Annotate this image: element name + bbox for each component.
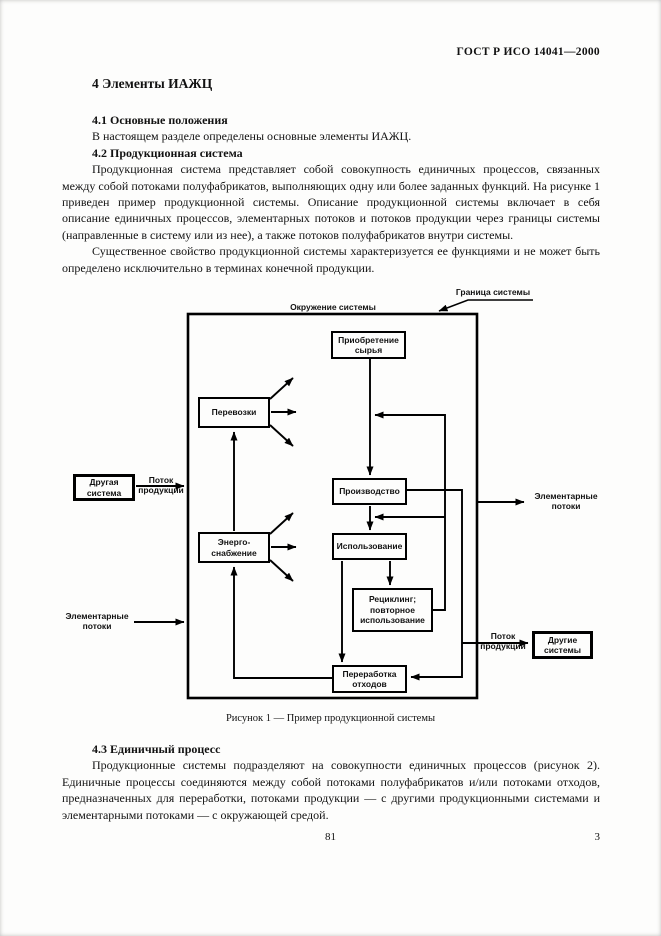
production-box: Производство: [332, 478, 407, 505]
product-flow-out-label: Поток продукции: [480, 631, 526, 652]
paragraph-4-2-2: Существенное свойство продукционной сист…: [62, 244, 600, 275]
heading-4-3: 4.3 Единичный процесс: [92, 742, 221, 756]
other-system-box: Другая система: [73, 474, 135, 501]
figure-caption: Рисунок 1 — Пример продукционной системы: [225, 713, 436, 724]
energy-supply-box: Энерго-снабжение: [198, 532, 270, 563]
elementary-flows-in-label: Элементарные потоки: [65, 611, 129, 632]
raw-material-acquisition-box: Приобретение сырья: [331, 331, 406, 359]
paragraph-4-2-1: Продукционная система представляет собой…: [62, 162, 600, 242]
other-systems-box: Другие системы: [532, 631, 593, 659]
boundary-label: Граница системы: [455, 287, 531, 297]
section-4-text: 4.1 Основные положения В настоящем разде…: [62, 112, 600, 276]
paragraph-4-1: В настоящем разделе определены основные …: [92, 129, 412, 144]
product-flow-in-label: Поток продукции: [138, 475, 184, 496]
heading-4-2: 4.2 Продукционная система: [92, 145, 243, 160]
transport-box: Перевозки: [198, 397, 270, 428]
section-4-3-text: 4.3 Единичный процесс Продукционные сист…: [62, 741, 600, 823]
boundary-label-leader: [438, 299, 533, 312]
chapter-title: 4 Элементы ИАЖЦ: [92, 76, 213, 91]
page-number-right: 3: [594, 831, 601, 843]
use-box: Использование: [332, 533, 407, 560]
waste-treatment-box: Переработка отходов: [332, 665, 407, 693]
environment-label: Окружение системы: [290, 302, 376, 312]
system-boundary-rect: [186, 312, 479, 700]
standard-number-header: ГОСТ Р ИСО 14041—2000: [456, 46, 600, 58]
elementary-flows-out-label: Элементарные потоки: [534, 491, 598, 512]
paragraph-4-3-1: Продукционные системы подразделяют на со…: [62, 758, 600, 822]
heading-4-1: 4.1 Основные положения: [92, 113, 228, 127]
page-number-center: 81: [325, 831, 336, 843]
recycling-reuse-box: Рециклинг; повторное использование: [352, 588, 433, 632]
